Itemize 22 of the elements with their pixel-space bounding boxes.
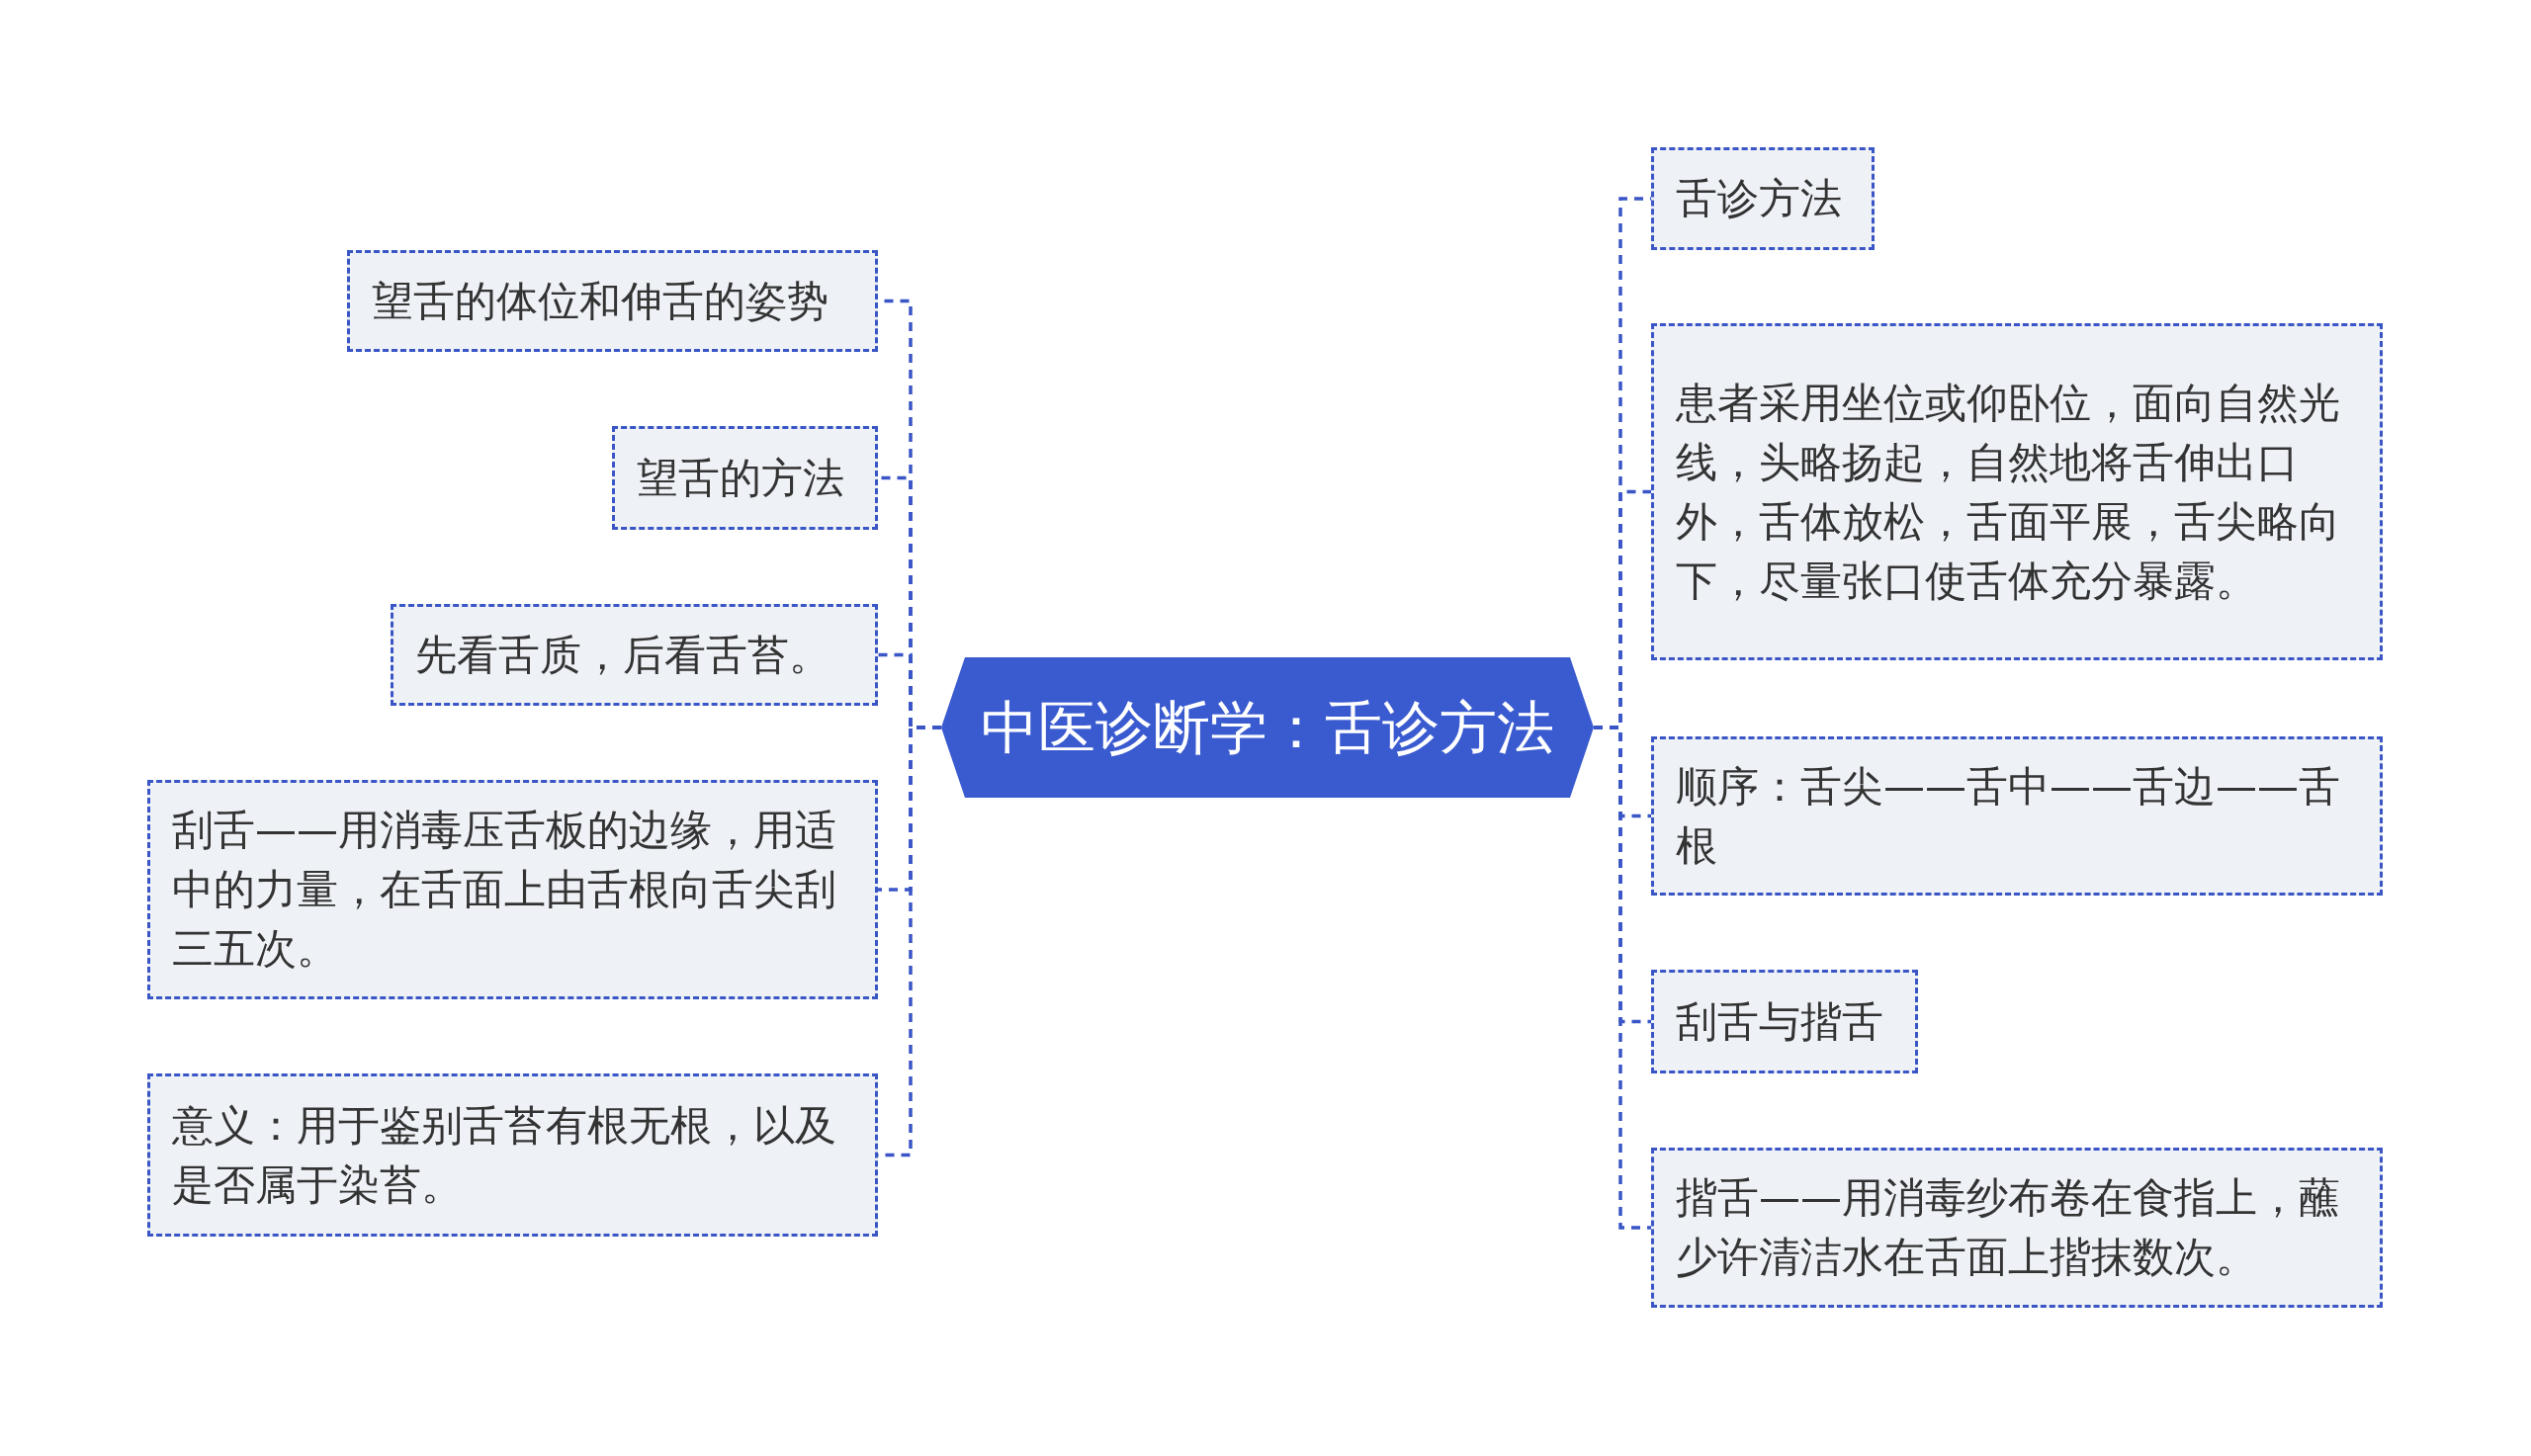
topic-box (391, 604, 878, 706)
topic-hexagon (941, 657, 1594, 798)
topic-box (1651, 1148, 2383, 1308)
topic-text: 患者采用坐位或仰卧位，面向自然光线，头略扬起，自然地将舌伸出口外，舌体放松，舌面平展，舌尖略向下，尽量张口使舌体充分暴露。 (1676, 377, 2341, 607)
topic-box (347, 250, 878, 352)
topic-text: 望舌的体位和伸舌的姿势 (372, 275, 829, 327)
topic-text: 舌诊方法 (1676, 173, 1842, 224)
topic-box (147, 780, 878, 999)
topic-box (612, 426, 878, 530)
topic-text: 意义：用于鉴别舌苔有根无根，以及是否属于染苔。 (172, 1099, 837, 1211)
topic-text: 先看舌质，后看舌苔。 (415, 629, 830, 681)
topic-text: 顺序：舌尖——舌中——舌边——舌根 (1676, 760, 2341, 872)
topic-text: 望舌的方法 (637, 452, 844, 504)
topic-box (1651, 736, 2383, 896)
topic-text: 刮舌与揩舌 (1676, 995, 1883, 1048)
topic-box (1651, 970, 1918, 1073)
topic-box (1651, 147, 1875, 250)
topic-box (1651, 323, 2383, 660)
topic-text: 揩舌——用消毒纱布卷在食指上，蘸少许清洁水在舌面上揩抹数次。 (1676, 1172, 2341, 1283)
topic-text: 刮舌——用消毒压舌板的边缘，用适中的力量，在舌面上由舌根向舌尖刮三五次。 (172, 805, 837, 975)
topic-box (147, 1073, 878, 1237)
topic-text: 中医诊断学：舌诊方法 (980, 693, 1555, 762)
